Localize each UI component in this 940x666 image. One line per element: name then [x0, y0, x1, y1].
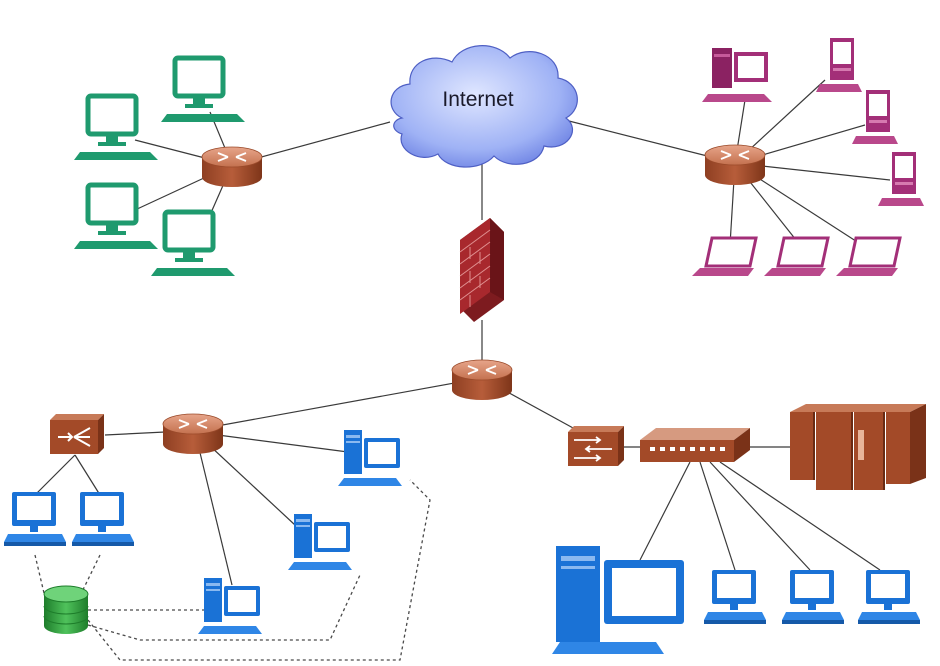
internet-label: Internet [442, 88, 513, 111]
bridge-icon [568, 426, 624, 466]
magenta-laptop-icon [762, 236, 830, 278]
green-workstation-icon [74, 96, 158, 160]
server-rack-icon [790, 404, 926, 490]
router-left-bottom-icon [162, 413, 224, 455]
database-icon [43, 585, 89, 634]
blue-workstation-icon [782, 570, 844, 624]
switch-icon [50, 414, 104, 454]
hub-icon [640, 428, 750, 462]
blue-workstation-icon [72, 492, 134, 546]
green-workstation-icon [74, 185, 158, 249]
blue-tower-workstation-icon [338, 430, 402, 486]
blue-tower-workstation-icon [288, 514, 352, 570]
blue-workstation-icon [704, 570, 766, 624]
router-right-top-icon [704, 144, 766, 186]
large-blue-workstation-icon [552, 546, 684, 654]
router-left-top-icon [201, 146, 263, 188]
green-workstation-icon [151, 212, 235, 276]
magenta-laptop-icon [690, 236, 758, 278]
magenta-tower-icon [816, 38, 862, 92]
magenta-desktop-icon [702, 48, 772, 102]
blue-tower-workstation-icon [198, 578, 262, 634]
blue-workstation-icon [4, 492, 66, 546]
firewall-icon [459, 218, 504, 322]
internet-cloud: Internet [390, 45, 578, 168]
magenta-tower-icon [852, 90, 898, 144]
blue-workstation-icon [858, 570, 920, 624]
green-workstation-icon [161, 58, 245, 122]
router-central-icon [451, 359, 513, 401]
magenta-laptop-icon [834, 236, 902, 278]
